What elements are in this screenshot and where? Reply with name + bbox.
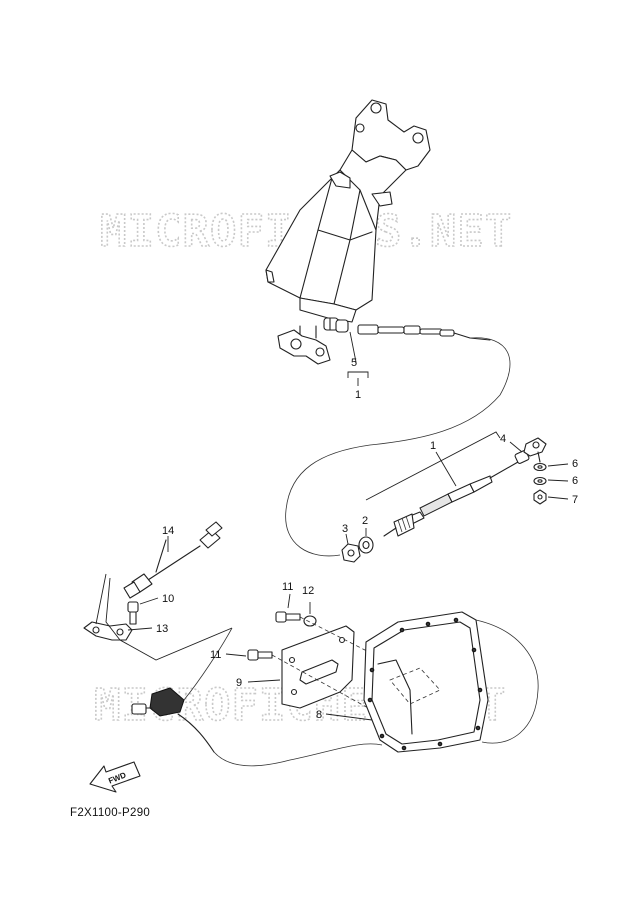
leader-14	[95, 536, 169, 625]
callout-11a: 11	[282, 581, 293, 593]
leader-11a	[287, 593, 291, 609]
callout-3: 3	[342, 523, 348, 535]
callout-2: 2	[362, 515, 368, 527]
bolt-11b	[247, 649, 273, 661]
nut-7	[533, 489, 547, 505]
leader-13	[127, 627, 153, 631]
leader-4	[509, 441, 523, 453]
callout-4: 4	[500, 433, 506, 445]
sensor-14	[123, 521, 223, 599]
leader-bracket-left	[105, 577, 233, 661]
cover-box-8	[363, 611, 489, 753]
leader-1-cable	[435, 451, 457, 487]
callout-1-kit: 1	[355, 389, 361, 401]
callout-12: 12	[302, 585, 314, 597]
cable-route	[285, 337, 511, 557]
diagram-code: F2X1100-P290	[70, 807, 151, 819]
plate-9	[281, 625, 355, 709]
cable-route-right	[475, 619, 539, 744]
callout-6b: 6	[572, 475, 578, 487]
leader-8	[325, 713, 373, 721]
callout-7: 7	[572, 494, 578, 506]
leader-6b	[547, 479, 569, 482]
threaded-end	[393, 513, 415, 537]
leader-10	[139, 597, 159, 605]
connector-harness	[131, 687, 215, 753]
kit-bracket	[347, 331, 369, 386]
callout-13: 13	[156, 623, 168, 635]
leader-7	[547, 496, 569, 500]
steering-column	[265, 99, 431, 365]
callout-1-cable: 1	[430, 440, 436, 452]
washer-2	[358, 536, 374, 554]
leader-6a	[547, 463, 569, 467]
callout-14: 14	[162, 525, 174, 537]
nut-3	[341, 543, 361, 563]
throttle-cable-assembly	[383, 450, 530, 537]
bolt-10	[127, 601, 139, 625]
washer-6a	[533, 462, 547, 472]
harness-route	[183, 627, 383, 767]
leader-9	[247, 679, 281, 683]
leader-cable	[365, 431, 501, 501]
washer-6b	[533, 476, 547, 486]
callout-11b: 11	[210, 649, 221, 661]
callout-10: 10	[162, 593, 174, 605]
callout-6a: 6	[572, 458, 578, 470]
callout-5: 5	[351, 357, 357, 369]
throttle-cable-upper-end	[357, 324, 491, 341]
bolt-11a	[275, 611, 301, 623]
callout-8: 8	[316, 709, 322, 721]
leader-3	[345, 533, 349, 545]
callout-9: 9	[236, 677, 242, 689]
leader-11b	[225, 653, 247, 657]
ball-joint	[523, 437, 547, 463]
collar-pieces	[323, 317, 349, 333]
fwd-arrow: FWD	[89, 761, 141, 793]
